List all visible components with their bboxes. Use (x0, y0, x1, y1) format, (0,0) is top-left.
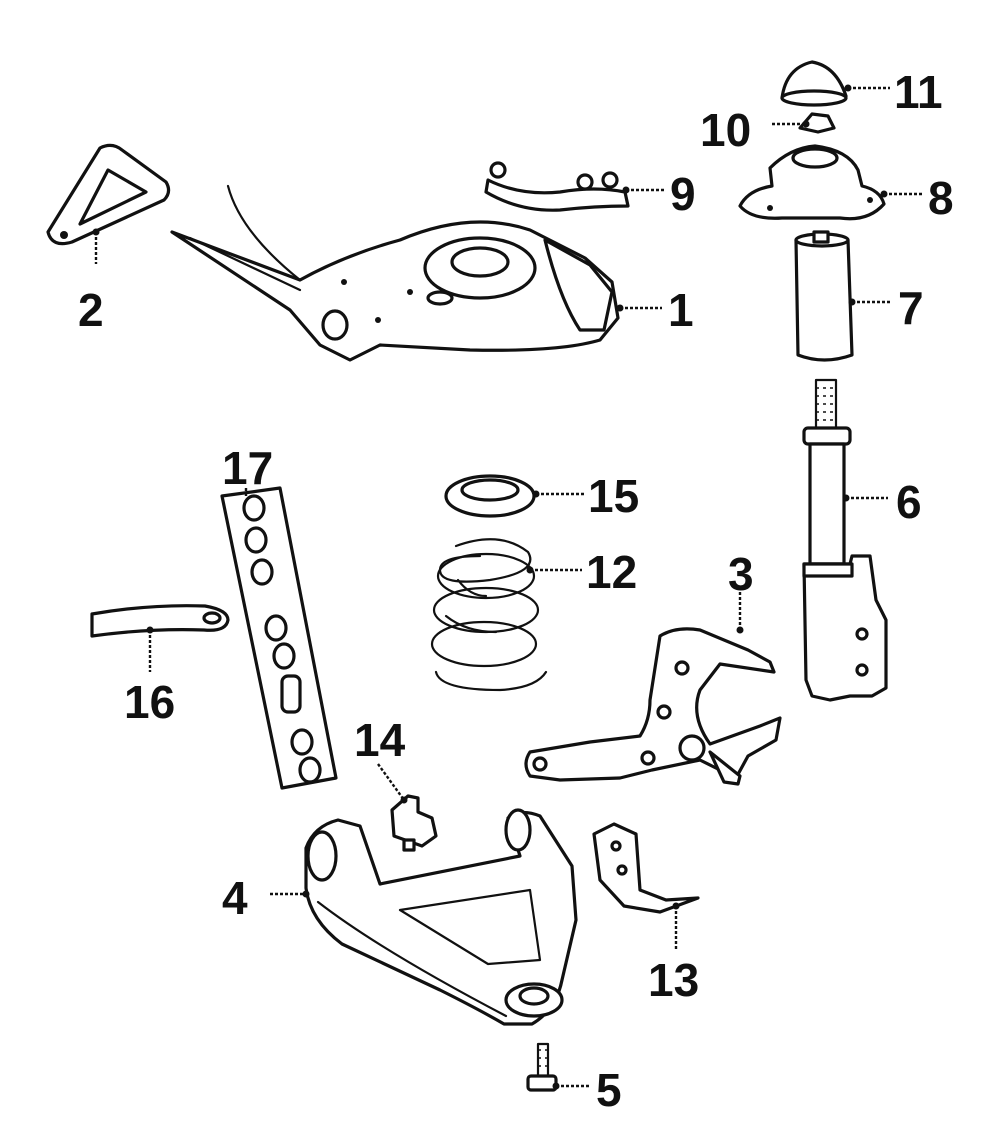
part-12-coil-spring[interactable] (430, 538, 548, 692)
part-13-bracket-plate[interactable] (592, 822, 700, 914)
callout-1: 1 (668, 284, 694, 336)
part-14-bracket-clip[interactable] (390, 794, 438, 852)
callout-2: 2 (78, 284, 104, 336)
callout-5: 5 (596, 1064, 622, 1116)
part-3-steering-knuckle[interactable] (524, 627, 782, 786)
part-17-bushing-kit[interactable] (220, 486, 338, 790)
part-2-bracket[interactable] (46, 143, 171, 246)
callout-8: 8 (928, 172, 954, 224)
part-15-spring-seat[interactable] (444, 474, 536, 518)
part-8-strut-mount[interactable] (738, 144, 886, 221)
callout-6: 6 (896, 476, 922, 528)
part-9-upper-link[interactable] (484, 161, 630, 212)
callout-9: 9 (670, 168, 696, 220)
callout-11: 11 (894, 66, 943, 118)
part-7-dust-boot[interactable] (794, 230, 854, 362)
part-10-nut[interactable] (798, 112, 836, 134)
callout-3: 3 (728, 548, 754, 600)
callout-12: 12 (586, 546, 637, 598)
callout-14: 14 (354, 714, 406, 766)
part-1-crossmember[interactable] (170, 184, 620, 362)
leader-lines (92, 84, 922, 1090)
callout-10: 10 (700, 104, 751, 156)
leader-14 (377, 763, 405, 801)
part-6-strut[interactable] (802, 378, 888, 702)
part-11-cap[interactable] (780, 60, 848, 107)
callout-labels: 1 2 3 4 5 6 7 8 9 10 11 12 13 14 15 16 1… (78, 66, 954, 1116)
callout-15: 15 (588, 470, 639, 522)
part-4-lower-control-arm[interactable] (304, 808, 578, 1026)
part-16-stabilizer-bar[interactable] (90, 604, 230, 638)
part-5-bolt[interactable] (526, 1042, 558, 1092)
callout-17: 17 (222, 442, 273, 494)
callout-16: 16 (124, 676, 175, 728)
callout-13: 13 (648, 954, 699, 1006)
callout-7: 7 (898, 282, 924, 334)
callout-4: 4 (222, 872, 248, 924)
